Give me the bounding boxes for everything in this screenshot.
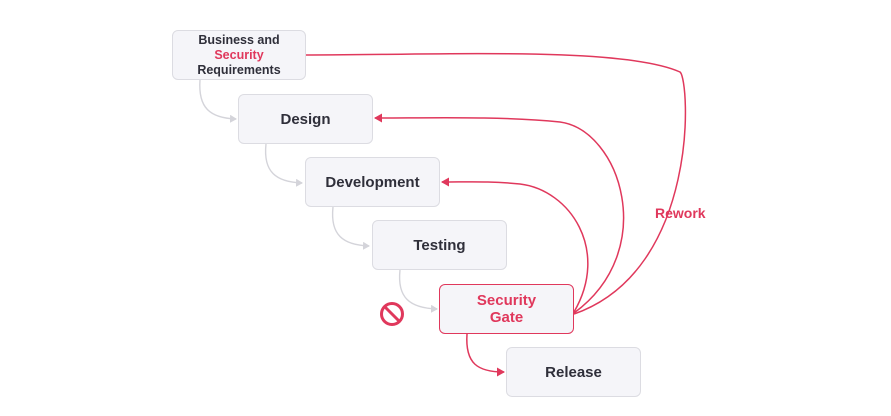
flow-arrow-requirements-design (199, 79, 237, 123)
flow-arrow-development-testing (331, 206, 370, 250)
release-label: Release (545, 363, 602, 381)
requirements-line-2: Security (214, 47, 264, 62)
security-gate-line-2: Gate (489, 309, 524, 326)
flow-arrow-design-development (264, 143, 303, 187)
step-release: Release (506, 347, 641, 397)
step-development: Development (305, 157, 440, 207)
step-testing: Testing (372, 220, 507, 270)
flow-arrow-gate-release (466, 333, 505, 377)
step-design: Design (238, 94, 373, 144)
no-entry-icon (380, 302, 404, 326)
flow-arrow-testing-gate (398, 269, 438, 313)
step-security-gate: Security Gate (439, 284, 574, 334)
development-label: Development (325, 173, 420, 191)
rework-arrow-development (441, 177, 589, 313)
step-business-security-requirements: Business and Security Requirements (172, 30, 306, 80)
rework-arrow-requirements (277, 50, 687, 315)
rework-arrow-design (374, 113, 625, 314)
design-label: Design (280, 110, 331, 128)
requirements-line-1: Business and (198, 32, 280, 47)
security-gate-line-1: Security (476, 292, 537, 309)
testing-label: Testing (413, 236, 466, 254)
rework-label: Rework (655, 205, 706, 221)
requirements-line-3: Requirements (197, 62, 281, 77)
